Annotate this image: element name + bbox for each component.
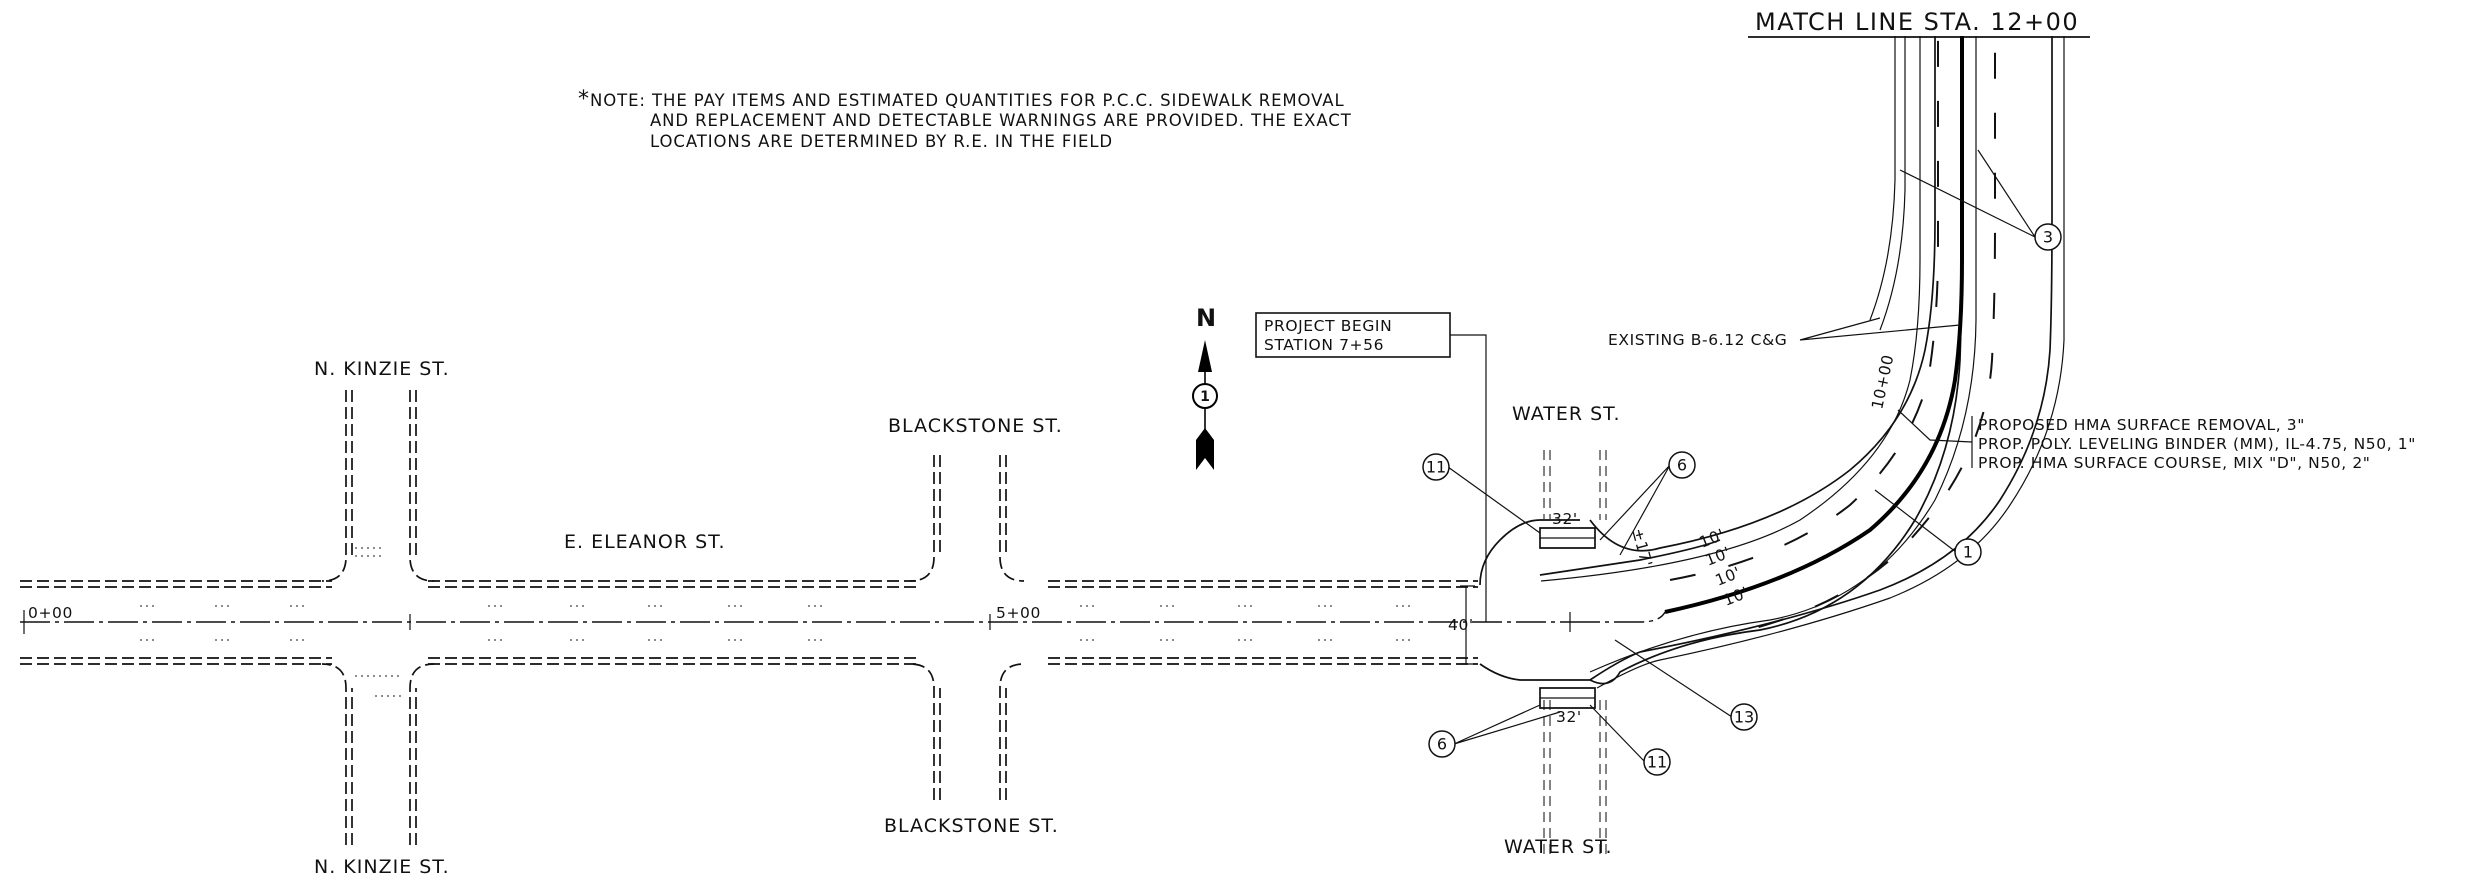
water-bottom-label: WATER ST. <box>1504 836 1613 858</box>
street-labels: N. KINZIE ST. N. KINZIE ST. BLACKSTONE S… <box>314 358 1621 878</box>
north-arrow-head <box>1198 340 1212 372</box>
callout-bubbles: 3 1 6 11 13 6 11 <box>1422 149 2062 776</box>
station-10: 10+00 <box>1868 353 1897 411</box>
dim-40: 40' <box>1448 616 1474 634</box>
station-5: 5+00 <box>996 604 1041 622</box>
proposed-notes: PROPOSED HMA SURFACE REMOVAL, 3" PROP. P… <box>1897 409 2416 472</box>
kinzie-bottom-label: N. KINZIE ST. <box>314 856 450 878</box>
match-line-label: MATCH LINE STA. 12+00 <box>1755 8 2079 36</box>
note-line-1: NOTE: THE PAY ITEMS AND ESTIMATED QUANTI… <box>590 91 1345 110</box>
station-0: 0+00 <box>28 604 73 622</box>
project-begin-callout: PROJECT BEGIN STATION 7+56 <box>1255 312 1487 622</box>
project-begin-line-2: STATION 7+56 <box>1264 336 1384 354</box>
match-line: MATCH LINE STA. 12+00 <box>1748 8 2090 38</box>
general-note: * NOTE: THE PAY ITEMS AND ESTIMATED QUAN… <box>578 87 1352 151</box>
north-letter: N <box>1196 304 1217 332</box>
callout-13: 13 <box>1734 708 1754 727</box>
project-begin-line-1: PROJECT BEGIN <box>1264 317 1392 335</box>
callout-11-top: 11 <box>1426 458 1446 477</box>
north-arrow: N 1 <box>1192 304 1218 470</box>
north-sheet-ref: 1 <box>1200 389 1210 405</box>
blackstone-bottom-label: BLACKSTONE ST. <box>884 815 1059 837</box>
project-roadway <box>1479 36 2065 689</box>
dim-32-bottom: 32' <box>1556 708 1582 726</box>
kinzie-top-label: N. KINZIE ST. <box>314 358 450 380</box>
callout-1: 1 <box>1963 543 1973 562</box>
dim-32-top: 32' <box>1552 510 1578 528</box>
eleanor-label: E. ELEANOR ST. <box>564 531 726 553</box>
proposed-note-1: PROPOSED HMA SURFACE REMOVAL, 3" <box>1978 416 2305 434</box>
dimensions: 40' 32' 32' ±17' 10' 10' 10' 10' <box>1448 510 1751 726</box>
water-crossroad <box>1539 450 1607 858</box>
proposed-note-3: PROP. HMA SURFACE COURSE, MIX "D", N50, … <box>1978 454 2371 472</box>
station-labels: 0+00 5+00 10+00 <box>28 353 1897 622</box>
callout-6-bottom: 6 <box>1437 735 1447 754</box>
blackstone-crossroad <box>909 455 1025 800</box>
callout-11-bottom: 11 <box>1647 753 1667 772</box>
callout-6-top: 6 <box>1677 456 1687 475</box>
proposed-note-2: PROP. POLY. LEVELING BINDER (MM), IL-4.7… <box>1978 435 2416 453</box>
existing-cg-callout: EXISTING B-6.12 C&G <box>1608 317 1961 349</box>
kinzie-crossroad <box>321 390 435 845</box>
callout-3: 3 <box>2043 228 2053 247</box>
note-line-3: LOCATIONS ARE DETERMINED BY R.E. IN THE … <box>650 132 1113 151</box>
eleanor-road <box>20 580 1571 665</box>
north-arrow-tail <box>1196 428 1214 470</box>
north-arrow-disc <box>1192 383 1218 409</box>
existing-cg-label: EXISTING B-6.12 C&G <box>1608 331 1787 349</box>
blackstone-top-label: BLACKSTONE ST. <box>888 415 1063 437</box>
note-line-2: AND REPLACEMENT AND DETECTABLE WARNINGS … <box>650 111 1352 130</box>
note-marker: * <box>578 87 590 112</box>
water-top-label: WATER ST. <box>1512 403 1621 425</box>
